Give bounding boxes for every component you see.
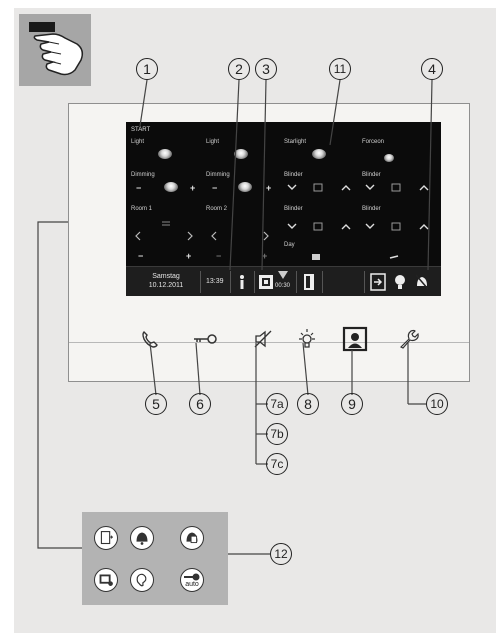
- phone-icon[interactable]: [136, 326, 162, 352]
- indoor-station-device: START Light Light Starlight Forceon Dimm…: [68, 103, 470, 382]
- device-divider: [69, 342, 469, 343]
- auto-label: auto: [185, 581, 199, 588]
- dimming-plus[interactable]: +: [190, 183, 196, 193]
- tile-label: Blinder: [284, 206, 303, 212]
- key-icon: [184, 573, 200, 581]
- tile-label: Room 1: [131, 206, 153, 212]
- callout-11: 11: [329, 58, 351, 80]
- blinder-controls[interactable]: [284, 182, 439, 194]
- callout-2: 2: [228, 58, 250, 80]
- callout-6: 6: [189, 393, 211, 415]
- screen-title: START: [131, 127, 151, 133]
- mute-bell-icon[interactable]: [414, 273, 430, 291]
- light-icon[interactable]: [238, 182, 252, 192]
- dimming-plus[interactable]: +: [266, 183, 272, 193]
- ear-icon: [130, 568, 154, 592]
- callout-9: 9: [341, 393, 363, 415]
- date-display: Samstag 10.12.2011: [136, 272, 196, 290]
- divider: [230, 271, 231, 293]
- room-controls[interactable]: [126, 214, 441, 264]
- tile-label: Room 2: [206, 206, 228, 212]
- mute-icon[interactable]: [250, 326, 276, 352]
- callout-7b: 7b: [266, 423, 288, 445]
- callout-10: 10: [426, 393, 448, 415]
- tile-label: Starlight: [284, 139, 307, 145]
- wrench-icon[interactable]: [394, 326, 420, 352]
- dimming-minus[interactable]: −: [136, 183, 142, 193]
- tile-label: Blinder: [284, 172, 303, 178]
- divider: [200, 271, 201, 293]
- callout-7c: 7c: [266, 453, 288, 475]
- scene-icon[interactable]: [384, 154, 394, 162]
- touch-screen[interactable]: START Light Light Starlight Forceon Dimm…: [126, 122, 441, 296]
- status-icon-panel: auto: [82, 512, 228, 605]
- divider: [322, 271, 323, 293]
- door-icon: [94, 526, 118, 550]
- divider: [296, 271, 297, 293]
- callout-8: 8: [297, 393, 319, 415]
- weekday-text: Samstag: [152, 273, 180, 280]
- key-auto-icon: auto: [180, 568, 204, 592]
- light-bulb-icon[interactable]: [392, 273, 408, 291]
- room-minus[interactable]: −: [138, 251, 144, 261]
- key-icon[interactable]: [192, 326, 218, 352]
- touch-hint-box: [19, 14, 91, 86]
- timer-icon[interactable]: [277, 270, 289, 280]
- callout-1: 1: [136, 58, 158, 80]
- callout-7a: 7a: [266, 393, 288, 415]
- divider: [364, 271, 365, 293]
- tile-label: Blinder: [362, 206, 381, 212]
- status-bar: Samstag 10.12.2011 13:39 00:30: [126, 266, 441, 296]
- info-icon[interactable]: [234, 273, 250, 291]
- light-icon[interactable]: [158, 149, 172, 159]
- door-icon[interactable]: [301, 273, 317, 291]
- time-text: 13:39: [206, 278, 224, 285]
- room-plus[interactable]: +: [262, 251, 268, 261]
- callout-3: 3: [255, 58, 277, 80]
- callout-4: 4: [421, 58, 443, 80]
- callout-5: 5: [145, 393, 167, 415]
- bell-mute-icon: [180, 526, 204, 550]
- light-bulb-icon[interactable]: [294, 326, 320, 352]
- tile-label: Blinder: [362, 172, 381, 178]
- screen-icon: [94, 568, 118, 592]
- timer-text: 00:30: [275, 283, 291, 289]
- tile-label: Dimming: [206, 172, 230, 178]
- room-plus[interactable]: +: [186, 251, 192, 261]
- divider: [254, 271, 255, 293]
- callout-12: 12: [270, 543, 292, 565]
- light-icon[interactable]: [312, 149, 326, 159]
- exit-icon[interactable]: [370, 273, 386, 291]
- tile-label: Light: [206, 139, 220, 145]
- light-icon[interactable]: [164, 182, 178, 192]
- tile-label: Light: [131, 139, 145, 145]
- tile-label: Dimming: [131, 172, 155, 178]
- answering-machine-icon[interactable]: [258, 273, 274, 291]
- bell-icon: [130, 526, 154, 550]
- tile-label: Day: [284, 242, 295, 248]
- room-minus[interactable]: −: [216, 251, 222, 261]
- hand-pointing-icon: [29, 22, 84, 76]
- dimming-minus[interactable]: −: [212, 183, 218, 193]
- date-text: 10.12.2011: [148, 282, 184, 289]
- tile-label: Forceon: [362, 139, 385, 145]
- light-icon[interactable]: [234, 149, 248, 159]
- surveillance-icon[interactable]: [340, 324, 370, 354]
